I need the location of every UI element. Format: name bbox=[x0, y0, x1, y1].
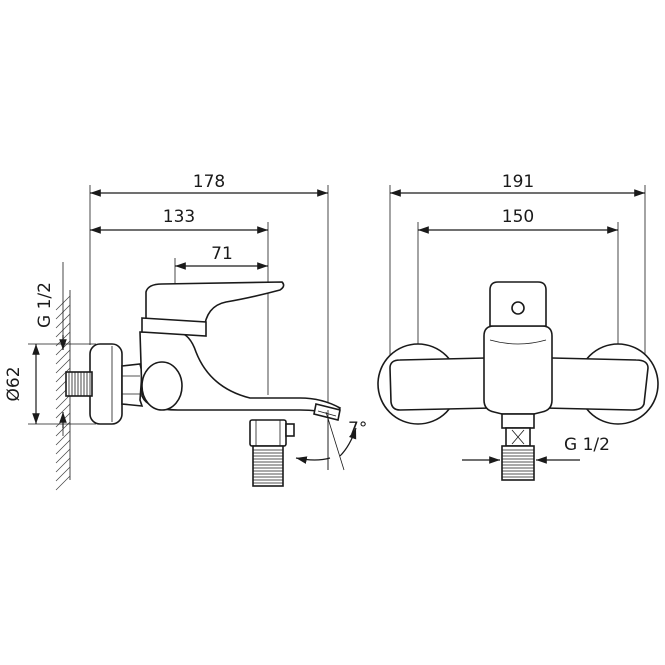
spout-outlet bbox=[313, 403, 341, 421]
lever-handle bbox=[141, 281, 285, 337]
lever-handle-front bbox=[489, 281, 547, 327]
dimension-150-label: 150 bbox=[502, 207, 534, 227]
spout-angle-dimension: 7° bbox=[295, 410, 367, 471]
dimension-diameter: Ø62 bbox=[4, 343, 96, 425]
front-body bbox=[389, 325, 649, 415]
thread-dimension-side: G 1/2 bbox=[35, 262, 67, 436]
thread-dimension-front: G 1/2 bbox=[462, 435, 610, 464]
dimension-150: 150 bbox=[418, 207, 618, 234]
diameter-label: Ø62 bbox=[4, 366, 24, 401]
faucet-body bbox=[139, 331, 342, 415]
dimension-133: 133 bbox=[90, 207, 268, 234]
shower-diverter bbox=[249, 419, 295, 447]
dimension-191: 191 bbox=[390, 172, 645, 197]
dimension-71: 71 bbox=[175, 244, 268, 270]
shower-outlet-thread bbox=[252, 445, 284, 487]
inlet-thread bbox=[65, 371, 93, 397]
dimension-178: 178 bbox=[90, 172, 328, 197]
wall-flange bbox=[89, 343, 123, 425]
dimension-133-label: 133 bbox=[163, 207, 195, 227]
side-view: 178 133 71 G 1/2 Ø62 bbox=[4, 172, 367, 491]
spout-angle-label: 7° bbox=[348, 419, 367, 439]
dimension-191-label: 191 bbox=[502, 172, 534, 192]
dimension-71-label: 71 bbox=[211, 244, 233, 264]
outlet-thread-front bbox=[501, 445, 535, 481]
thread-label-side: G 1/2 bbox=[35, 282, 55, 328]
diverter-front bbox=[501, 413, 535, 447]
dimension-178-label: 178 bbox=[193, 172, 225, 192]
thread-label-front: G 1/2 bbox=[564, 435, 610, 455]
front-view: 191 150 bbox=[377, 172, 659, 481]
connector-nut bbox=[121, 363, 144, 407]
